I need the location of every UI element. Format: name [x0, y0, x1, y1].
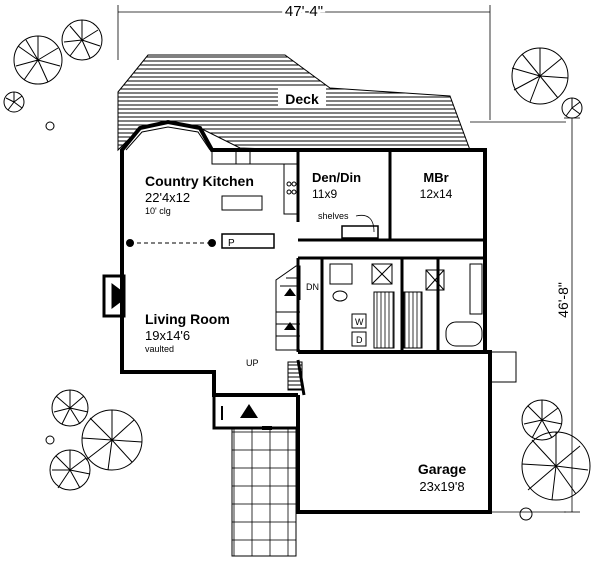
deck-label-bg	[278, 88, 326, 108]
deck-label: Deck	[285, 91, 319, 107]
living-note: vaulted	[145, 344, 174, 354]
master-label: MBr	[423, 170, 448, 185]
shelves-pointer	[355, 214, 375, 233]
garage-walls	[296, 350, 517, 514]
entrance-arrow-icon	[240, 404, 258, 418]
kitchen-counters	[211, 149, 299, 215]
closet-2	[403, 291, 423, 349]
stair-up-arrow	[284, 322, 296, 330]
width-dimension-line	[117, 5, 491, 120]
closet-1	[373, 291, 395, 349]
stair-down-arrow	[284, 288, 296, 296]
kitchen-label: Country Kitchen	[145, 173, 254, 189]
tree-top-right	[511, 47, 583, 119]
washer	[351, 313, 367, 329]
washer-label: W	[355, 317, 364, 327]
garage-size: 23x19'8	[419, 479, 464, 494]
walkway	[231, 427, 297, 557]
kitchen-bay-window	[125, 126, 211, 151]
dryer-label: D	[356, 335, 363, 345]
garage-label: Garage	[418, 461, 466, 477]
tree-bottom-right	[519, 399, 591, 521]
pantry-label: P	[228, 238, 235, 249]
kitchen-size: 22'4x12	[145, 190, 190, 205]
tree-bottom-left	[45, 389, 143, 491]
stair-up-label: UP	[246, 358, 259, 368]
kitchen-living-divider	[126, 233, 275, 249]
depth-dimension-line	[470, 117, 580, 513]
dryer	[351, 331, 367, 347]
stairway	[275, 265, 306, 396]
bath-fixtures	[329, 263, 483, 347]
depth-dimension-label: 46'-8"	[555, 282, 571, 318]
fireplace	[102, 274, 126, 318]
exterior-walls	[120, 119, 487, 397]
stair-down-label: DN	[306, 282, 319, 292]
living-size: 19x14'6	[145, 328, 190, 343]
width-dimension-label: 47'-4"	[285, 3, 323, 20]
tree-top-left	[3, 19, 103, 131]
den-size: 11x9	[312, 187, 337, 201]
master-size: 12x14	[420, 187, 453, 201]
shelves-label: shelves	[318, 211, 349, 221]
den-shelves	[341, 225, 379, 239]
entry	[212, 395, 300, 430]
living-label: Living Room	[145, 311, 230, 327]
den-label: Den/Din	[312, 170, 361, 185]
kitchen-note: 10' clg	[145, 206, 171, 216]
